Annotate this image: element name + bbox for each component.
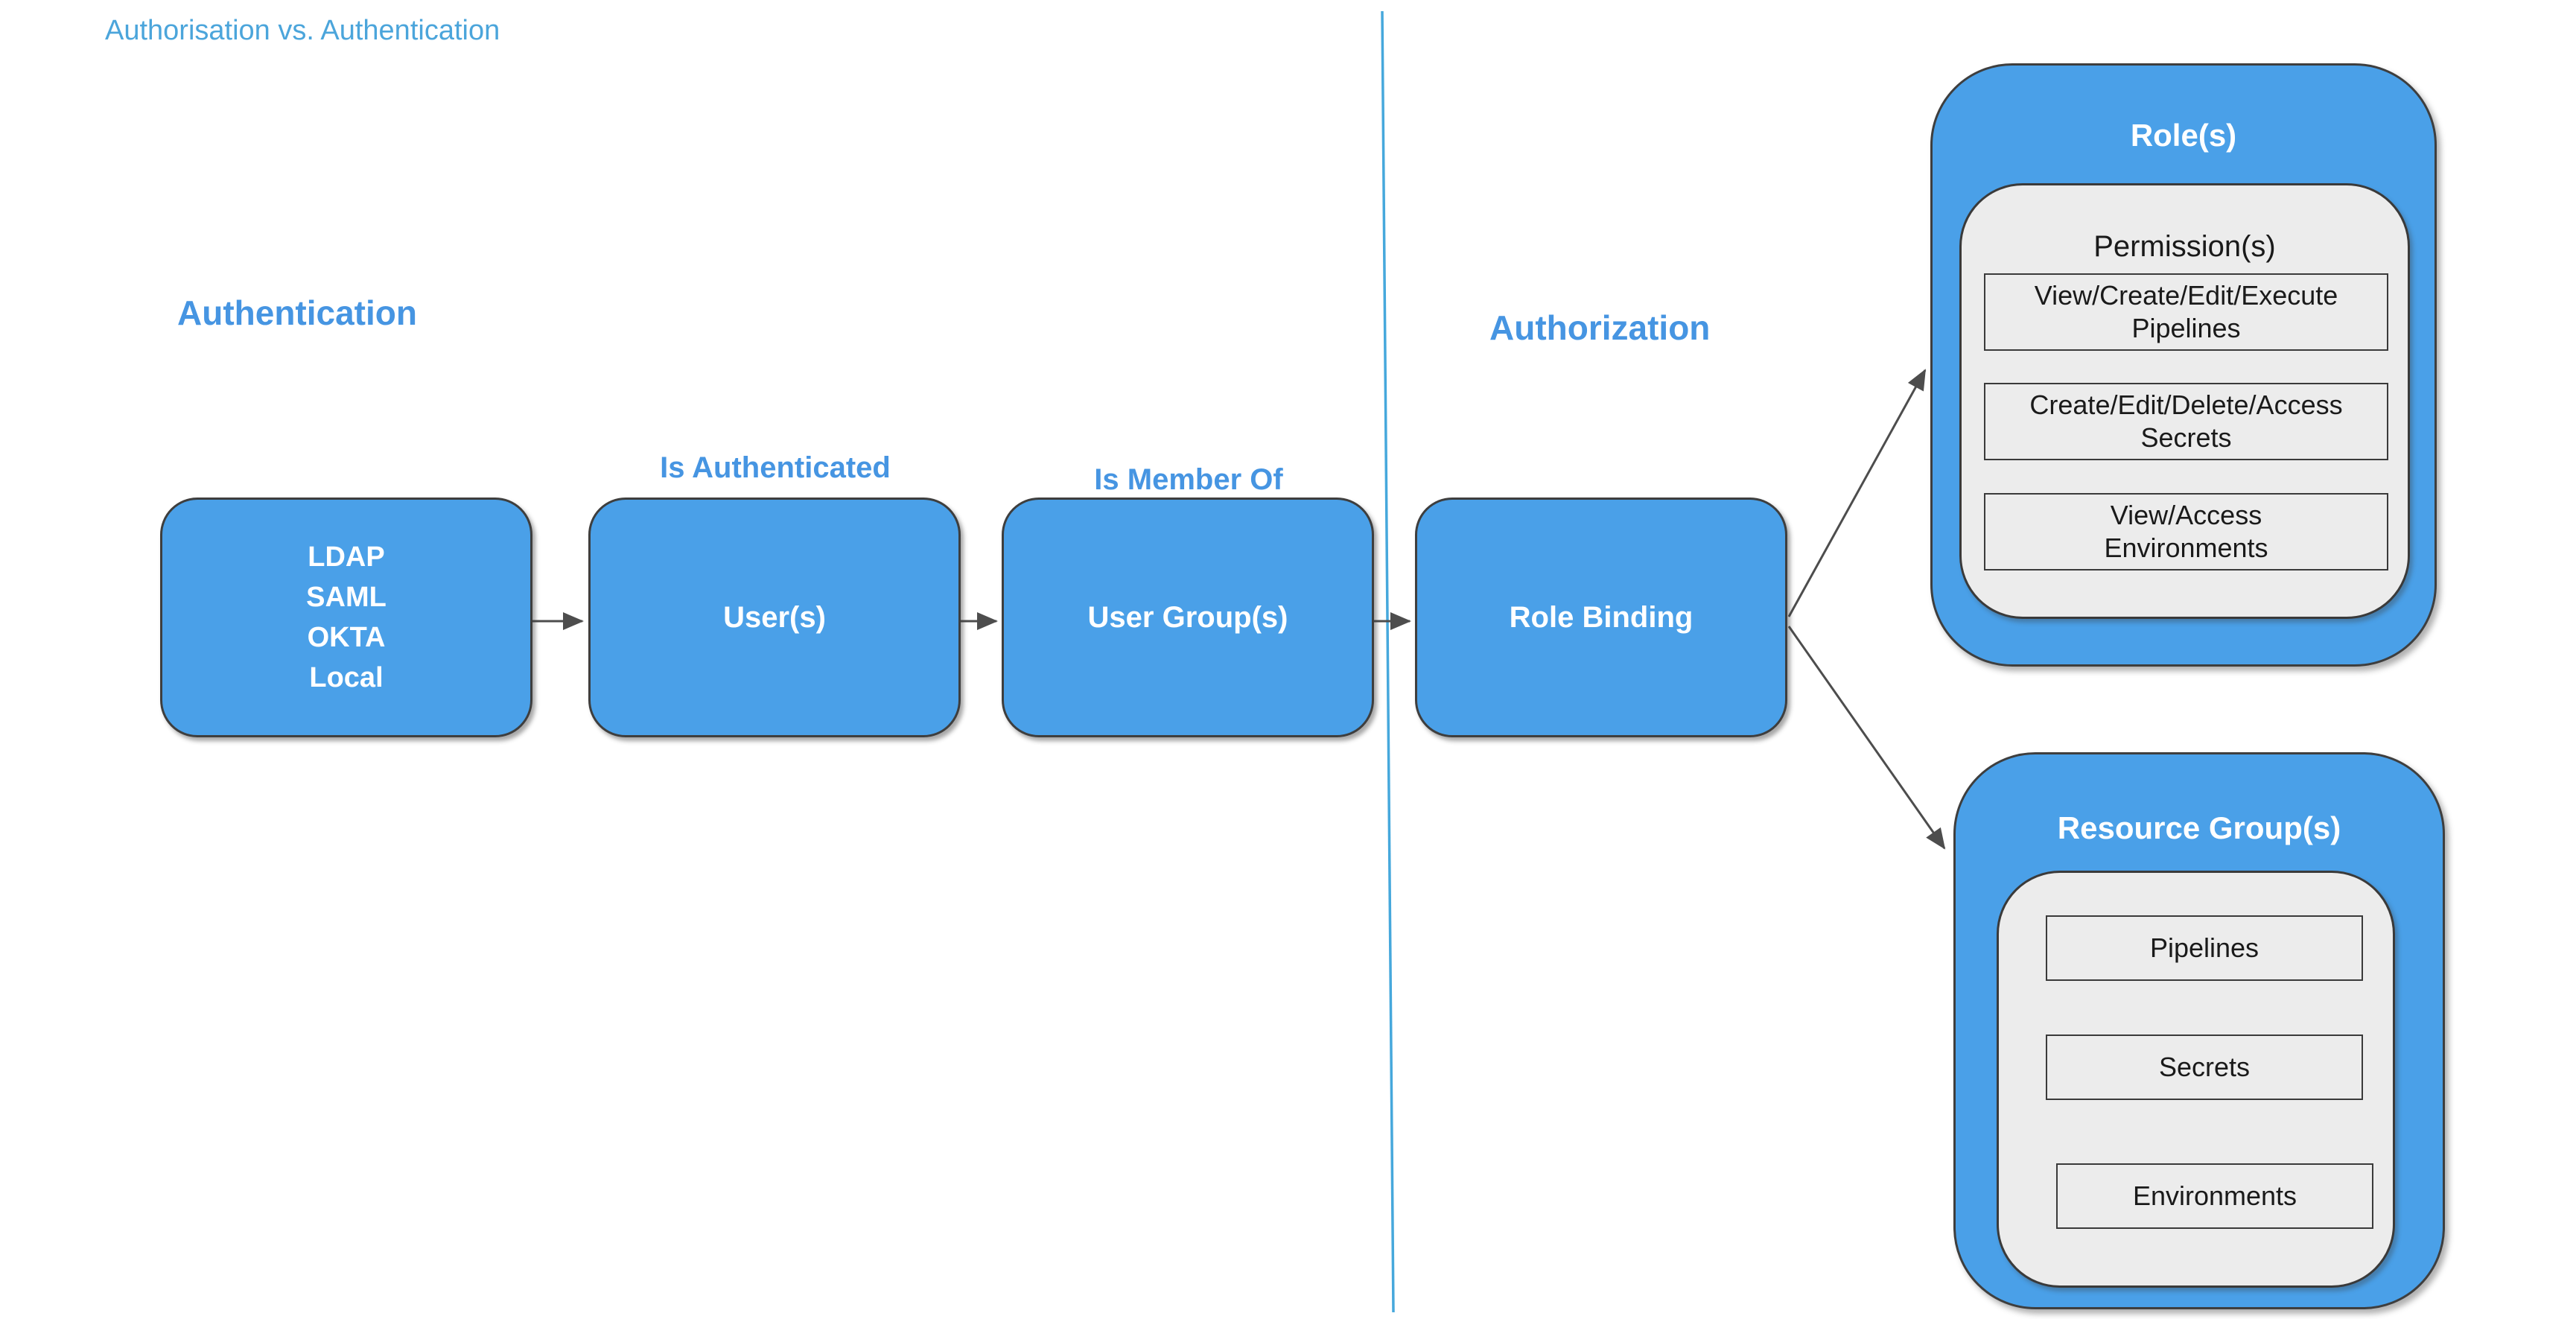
container-resource-groups: Resource Group(s) Pipelines Secrets Envi… (1953, 752, 2445, 1309)
panel-permissions: Permission(s) View/Create/Edit/Execute P… (1959, 183, 2410, 619)
node-users-label: User(s) (723, 600, 826, 634)
auth-provider-saml: SAML (306, 582, 387, 613)
heading-authorization: Authorization (1489, 308, 1711, 347)
resource-item-secrets: Secrets (2046, 1034, 2363, 1100)
edge-label-is-authenticated: Is Authenticated (660, 451, 891, 484)
node-role-binding-label: Role Binding (1509, 600, 1694, 634)
resource-groups-title: Resource Group(s) (2057, 810, 2341, 845)
section-divider-line (1381, 10, 1395, 1313)
auth-provider-local: Local (309, 662, 384, 693)
roles-title: Role(s) (2130, 118, 2237, 153)
permissions-title: Permission(s) (2093, 230, 2276, 263)
auth-provider-list: LDAP SAML OKTA Local (306, 537, 387, 698)
node-auth-providers: LDAP SAML OKTA Local (160, 498, 532, 737)
edge-label-is-member-of: Is Member Of (1094, 463, 1283, 496)
auth-provider-okta: OKTA (307, 622, 386, 653)
permission-item-secrets: Create/Edit/Delete/Access Secrets (1984, 383, 2388, 460)
node-role-binding: Role Binding (1415, 498, 1787, 737)
container-roles: Role(s) Permission(s) View/Create/Edit/E… (1930, 63, 2437, 667)
heading-authentication: Authentication (177, 293, 417, 332)
permission-item-environments: View/Access Environments (1984, 493, 2388, 570)
node-users: User(s) (588, 498, 961, 737)
permission-item-pipelines: View/Create/Edit/Execute Pipelines (1984, 273, 2388, 351)
node-user-groups: User Group(s) (1002, 498, 1374, 737)
resource-item-environments: Environments (2056, 1163, 2373, 1229)
arrow-rolebinding-to-roles (1787, 369, 1927, 617)
panel-resources: Pipelines Secrets Environments (1997, 871, 2395, 1288)
arrow-rolebinding-to-resourcegroups (1787, 626, 1946, 850)
resource-item-pipelines: Pipelines (2046, 915, 2363, 981)
page-title: Authorisation vs. Authentication (105, 15, 500, 46)
auth-provider-ldap: LDAP (308, 541, 385, 573)
node-user-groups-label: User Group(s) (1087, 600, 1288, 634)
